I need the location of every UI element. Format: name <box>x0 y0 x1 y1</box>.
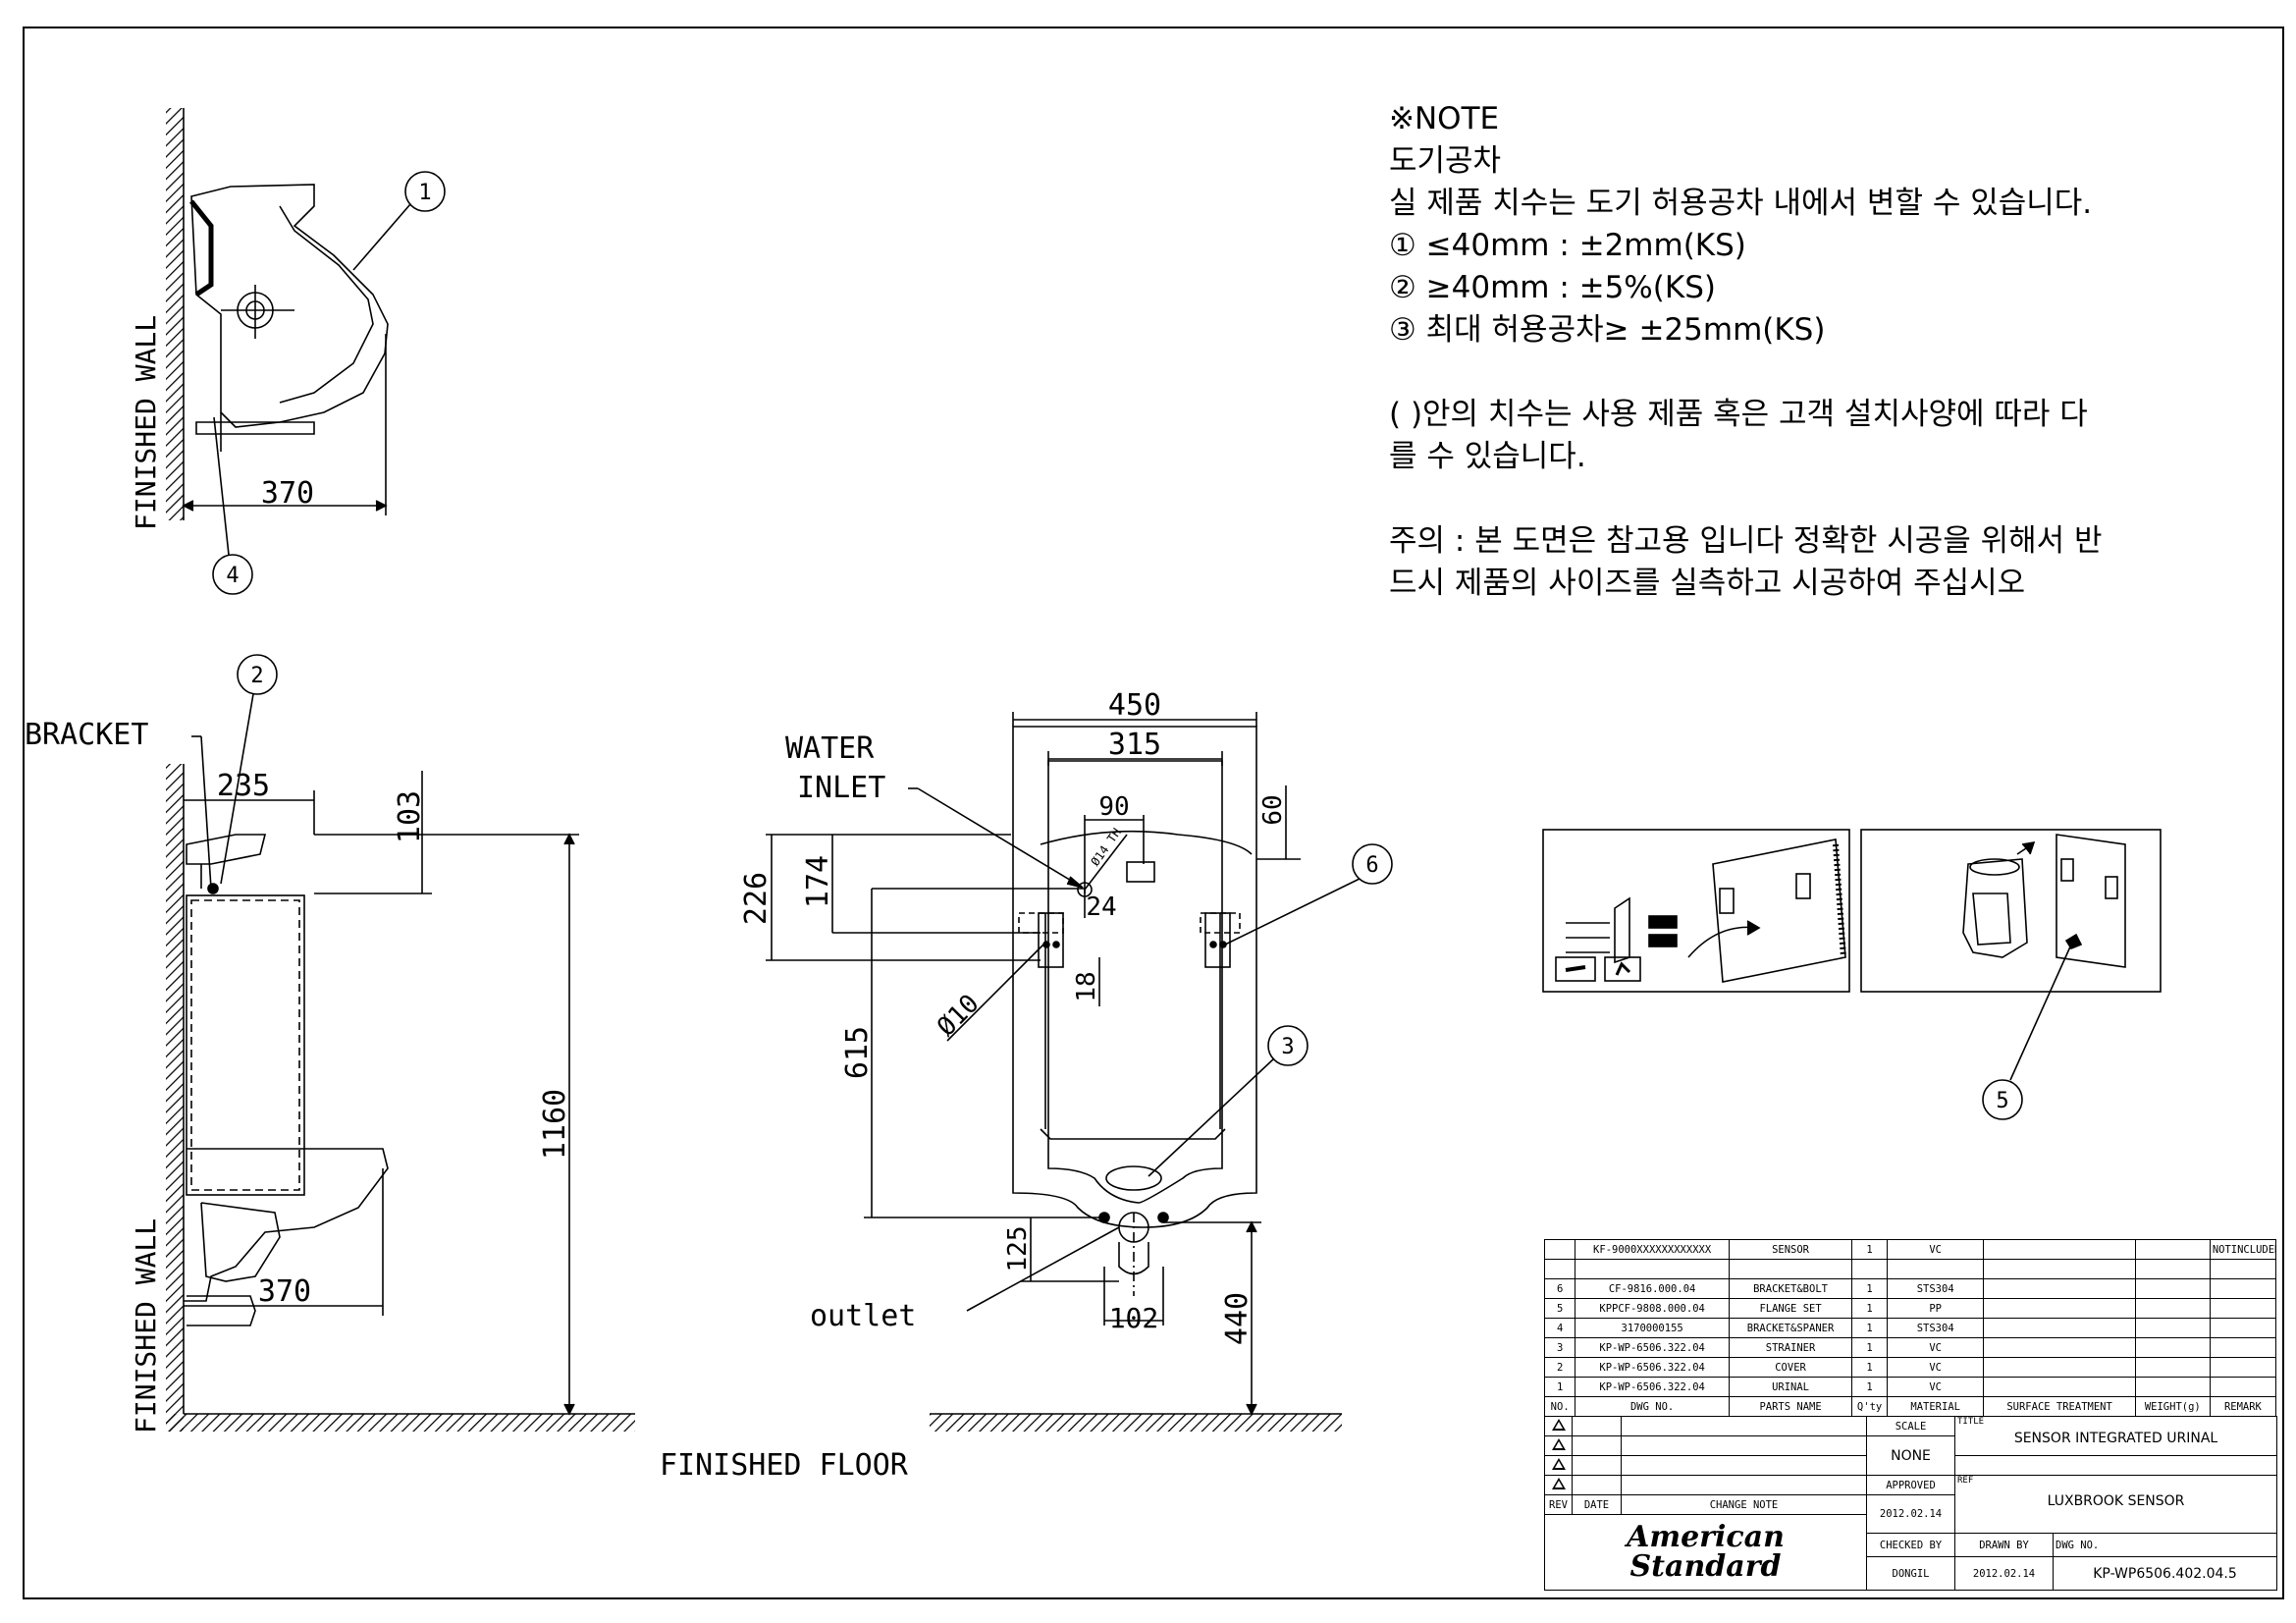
outlet-label: outlet <box>810 1299 916 1333</box>
checked-by-value: DONGIL <box>1866 1556 1955 1591</box>
american-standard-logo: American Standard <box>1627 1520 1785 1584</box>
drawn-by-value: 2012.02.14 <box>1954 1556 2054 1591</box>
callout-2: 2 <box>250 664 263 688</box>
dim-615: 615 <box>840 1026 875 1079</box>
date-header: DATE <box>1572 1494 1622 1515</box>
dim-24: 24 <box>1086 893 1116 922</box>
dim-226: 226 <box>739 872 774 925</box>
revision-triangle-icon <box>1551 1478 1566 1489</box>
dim-370-main: 370 <box>258 1274 311 1309</box>
revision-table: SCALE TITLE SENSOR INTEGRATED URINAL NON… <box>1544 1416 2278 1591</box>
dim-440: 440 <box>1220 1292 1255 1345</box>
notes-block: ※NOTE 도기공차 실 제품 치수는 도기 허용공차 내에서 변할 수 있습니… <box>1389 98 2253 605</box>
front-view <box>766 712 1393 1432</box>
notes-line: ( )안의 치수는 사용 제품 혹은 고객 설치사양에 따라 다 <box>1389 397 2088 432</box>
dim-10: Ø10 <box>932 989 985 1042</box>
dim-235: 235 <box>217 769 270 803</box>
notes-line: ② ≥40mm : ±5%(KS) <box>1389 270 1716 305</box>
scale-label: SCALE <box>1866 1416 1955 1436</box>
callout-1: 1 <box>418 181 431 205</box>
dim-60: 60 <box>1258 794 1288 825</box>
ref-label: REF <box>1957 1476 1974 1487</box>
callout-5: 5 <box>1996 1089 2008 1113</box>
dwg-no-label: DWG NO. <box>2052 1533 2278 1557</box>
dim-18: 18 <box>1072 971 1101 1001</box>
revision-triangle-icon <box>1551 1419 1566 1431</box>
dwg-no-value: KP-WP6506.402.04.5 <box>2052 1556 2278 1591</box>
dim-90: 90 <box>1098 792 1129 822</box>
notes-line: ① ≤40mm : ±2mm(KS) <box>1389 228 1746 263</box>
ref-value: LUXBROOK SENSOR <box>2047 1493 2185 1509</box>
revision-triangle-icon <box>1551 1438 1566 1450</box>
notes-line: 를 수 있습니다. <box>1389 439 1586 474</box>
notes-line: 드시 제품의 사이즈를 실측하고 시공하여 주십시오 <box>1389 566 2026 601</box>
side-view-main <box>166 654 635 1432</box>
dim-370-top: 370 <box>261 476 314 511</box>
dim-315: 315 <box>1108 728 1161 762</box>
finished-floor-label: FINISHED FLOOR <box>660 1448 909 1483</box>
dim-103: 103 <box>393 790 427 843</box>
dim-174: 174 <box>801 855 835 908</box>
dim-102: 102 <box>1109 1302 1159 1334</box>
finished-wall-top: FINISHED WALL <box>130 315 162 530</box>
checked-by-label: CHECKED BY <box>1866 1533 1955 1557</box>
table-row <box>1543 1259 2277 1279</box>
notes-line: 주의 : 본 도면은 참고용 입니다 정확한 시공을 위해서 반 <box>1389 523 2103 559</box>
side-view-top <box>166 108 446 595</box>
water-inlet-label-1: WATER <box>785 731 875 766</box>
notes-heading: ※NOTE <box>1389 101 1500 136</box>
rev-header: REV <box>1544 1494 1573 1515</box>
callout-4: 4 <box>226 564 239 588</box>
dim-450: 450 <box>1108 688 1161 723</box>
drawing-title: SENSOR INTEGRATED URINAL <box>2013 1431 2218 1446</box>
dim-1160: 1160 <box>538 1089 572 1160</box>
scale-value: NONE <box>1866 1435 1955 1476</box>
change-note-header: CHANGE NOTE <box>1621 1494 1867 1515</box>
notes-line: ③ 최대 허용공차≥ ±25mm(KS) <box>1389 312 1826 348</box>
notes-line: 실 제품 치수는 도기 허용공차 내에서 변할 수 있습니다. <box>1389 186 2093 221</box>
title-label: TITLE <box>1957 1417 1985 1428</box>
approved-date: 2012.02.14 <box>1866 1494 1955 1534</box>
callout-6: 6 <box>1365 853 1378 878</box>
bracket-label: BRACKET <box>25 718 148 752</box>
notes-line: 도기공차 <box>1389 143 1502 179</box>
water-inlet-label-2: INLET <box>797 771 885 805</box>
drawn-by-label: DRAWN BY <box>1954 1533 2054 1557</box>
revision-triangle-icon <box>1551 1458 1566 1470</box>
approved-label: APPROVED <box>1866 1475 1955 1495</box>
dim-125: 125 <box>1003 1226 1033 1272</box>
finished-wall-main: FINISHED WALL <box>130 1218 162 1434</box>
install-pictograms <box>1542 829 2162 1120</box>
callout-3: 3 <box>1281 1035 1294 1059</box>
